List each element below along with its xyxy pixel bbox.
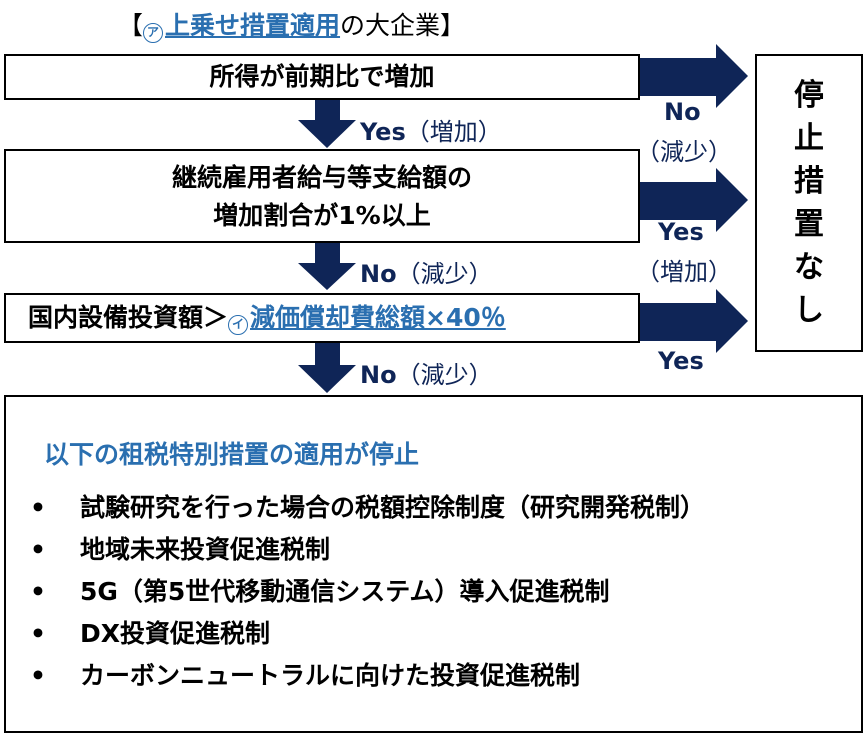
step2-line2: 増加割合が1%以上 (213, 201, 431, 230)
right-arrow-3 (640, 289, 748, 353)
right-arrow-1 (640, 44, 748, 108)
result-title: 以下の租税特別措置の適用が停止 (44, 440, 420, 469)
side-label-1-paren: （減少） (636, 138, 732, 166)
down-arrow-1 (298, 100, 356, 148)
step3-box: 国内設備投資額＞イ減価償却費総額×40％ (4, 293, 640, 343)
side-label-2-paren: （増加） (636, 258, 732, 286)
list-item: •地域未来投資促進税制 (30, 535, 331, 564)
down-arrow-3 (298, 343, 356, 393)
no-stop-box: 停 止 措 置 な し (755, 54, 863, 352)
side-label-1-main: No (664, 98, 701, 126)
step2-line1: 継続雇用者給与等支給額の (171, 163, 472, 192)
result-box: 以下の租税特別措置の適用が停止 •試験研究を行った場合の税額控除制度（研究開発税… (4, 395, 863, 733)
down-label-3: No（減少） (360, 361, 493, 389)
side-label-3-main: Yes (658, 347, 704, 375)
list-item: •カーボンニュートラルに向けた投資促進税制 (30, 661, 581, 690)
step3-link[interactable]: 減価償却費総額×40％ (250, 303, 506, 332)
marker-a-icon: ア (143, 23, 164, 43)
list-item: •DX投資促進税制 (30, 619, 271, 648)
result-list: •試験研究を行った場合の税額控除制度（研究開発税制） •地域未来投資促進税制 •… (30, 487, 705, 697)
down-label-2: No（減少） (360, 260, 493, 288)
side-label-2-main: Yes (658, 218, 704, 246)
right-arrow-2 (640, 168, 748, 232)
marker-i-icon: イ (228, 315, 249, 335)
step1-text: 所得が前期比で増加 (209, 62, 435, 91)
no-stop-text: 停 止 措 置 な し (794, 78, 824, 328)
list-item: •5G（第5世代移動通信システム）導入促進税制 (30, 577, 610, 606)
step2-box: 継続雇用者給与等支給額の 増加割合が1%以上 (4, 149, 640, 243)
title-link[interactable]: 上乗せ措置適用 (165, 11, 341, 40)
diagram-title: 【ア上乗せ措置適用の大企業】 (118, 6, 465, 43)
down-arrow-2 (298, 243, 356, 290)
step1-box: 所得が前期比で増加 (4, 54, 640, 100)
list-item: •試験研究を行った場合の税額控除制度（研究開発税制） (30, 493, 706, 522)
down-label-1: Yes（増加） (360, 118, 502, 146)
step3-text: 国内設備投資額＞イ減価償却費総額×40％ (28, 301, 638, 335)
